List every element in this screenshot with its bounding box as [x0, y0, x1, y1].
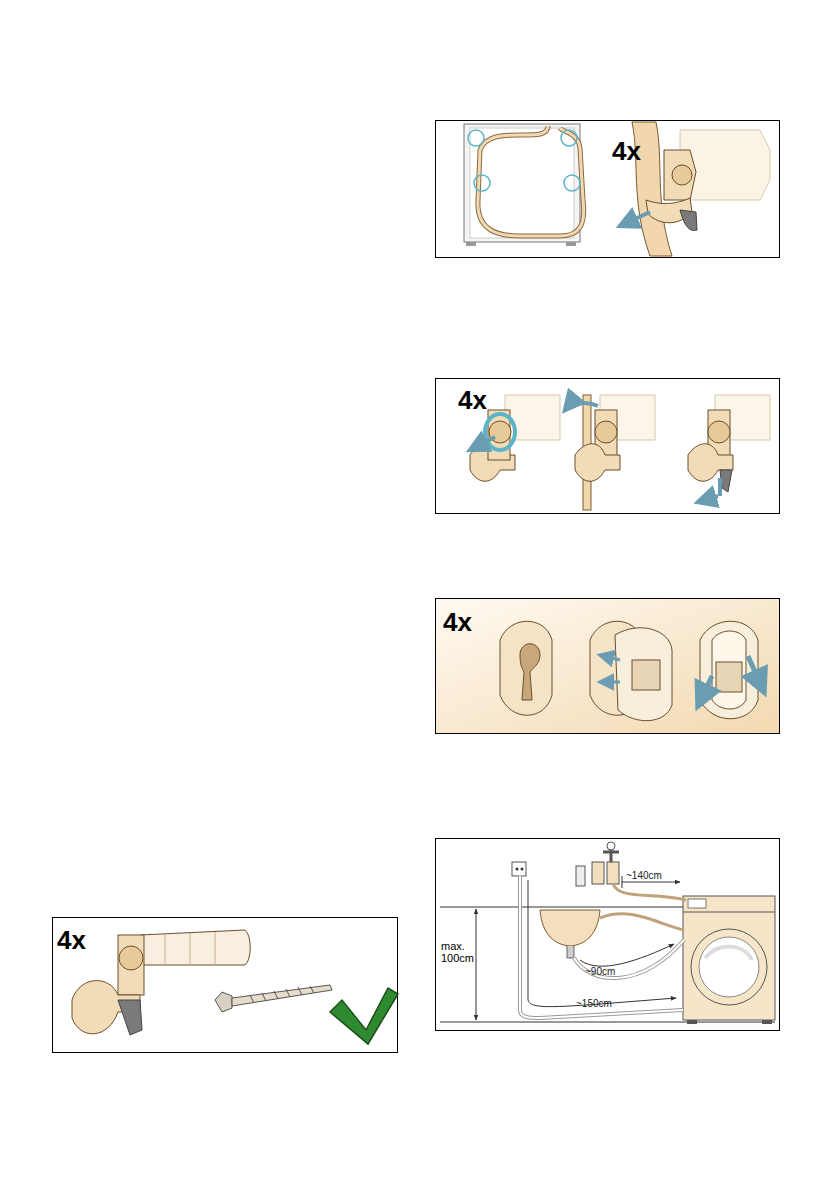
panel-installation-shape [520, 876, 683, 1018]
panel-hose-removal-shape [468, 130, 484, 146]
panel-keep-parts-shape [250, 986, 314, 1003]
panel-keep-parts-shape [119, 946, 143, 970]
quantity-label: 4x [458, 386, 487, 415]
panel-installation-shape [540, 910, 600, 946]
panel-keep-parts-shape [118, 1000, 142, 1035]
quantity-label: 4x [612, 137, 641, 166]
panel-installation-shape [688, 899, 706, 908]
panel-installation-shape [687, 1020, 697, 1024]
panel-hose-removal [436, 121, 780, 258]
panel-keep-parts-shape [232, 985, 332, 1006]
panel-installation-shape [592, 862, 604, 884]
panel-installation-shape [574, 940, 684, 978]
panel-installation-shape [622, 882, 680, 883]
panel-bolt-removal-shape [436, 379, 780, 514]
panel-hose-removal-shape [564, 175, 580, 191]
dimension-label: max. 100cm [441, 940, 477, 964]
panel-cover-caps-shape [500, 621, 552, 715]
panel-cover-caps-shape [700, 621, 758, 719]
panel-keep-parts-shape [118, 935, 144, 995]
panel-keep-parts-shape [330, 988, 398, 1044]
panel-installation-shape [683, 896, 775, 1020]
panel-bolt-removal-shape [470, 437, 495, 450]
quantity-label: 4x [57, 926, 86, 955]
panel-keep-parts-shape [53, 918, 398, 1053]
panel-cover-caps-shape [436, 599, 780, 734]
panel-cover-caps-shape [615, 628, 672, 721]
panel-bolt-removal-shape [708, 421, 730, 443]
panel-hose-removal-shape [478, 126, 584, 236]
dimension-label: ~150cm [576, 998, 612, 1009]
panel-keep-parts-shape [140, 930, 250, 965]
panel-hose-removal-shape [680, 210, 697, 230]
panel-installation-shape [683, 912, 775, 913]
panel-installation-shape [528, 880, 676, 1007]
quantity-label: 4x [443, 608, 472, 637]
panel-bolt-removal-shape [718, 478, 722, 496]
panel-hose-removal-shape [561, 130, 577, 146]
panel-hose-removal-shape [620, 212, 650, 226]
panel-installation-shape [613, 884, 686, 900]
panel-installation-shape [516, 868, 519, 871]
panel-cover-caps-shape [698, 676, 712, 706]
dimension-label: ~90cm [585, 966, 615, 977]
panel-bolt-removal-shape [698, 496, 718, 502]
panel-installation-shape [512, 862, 526, 876]
panel-hose-removal-shape [436, 121, 780, 258]
panel-bolt-removal-shape [595, 421, 617, 443]
panel-installation-shape [567, 946, 574, 958]
panel-hose-removal-shape [474, 175, 490, 191]
panel-installation-shape [440, 907, 686, 908]
panel-keep-parts-shape [190, 933, 191, 965]
panel-keep-parts-shape [215, 932, 216, 965]
panel-hose-removal-shape [466, 242, 476, 246]
panel-cover-caps-shape [716, 662, 742, 692]
panel-cover-caps-shape [600, 655, 620, 660]
panel-keep-parts-shape [215, 992, 232, 1012]
panel-bolt-removal-shape [565, 403, 598, 410]
panel-installation-shape [476, 909, 477, 1020]
dimension-label: ~140cm [626, 870, 662, 881]
panel-installation-shape [622, 876, 623, 888]
panel-installation-shape [762, 1020, 772, 1024]
panel-hose-removal-shape [672, 165, 692, 185]
panel-installation-shape [440, 1022, 775, 1023]
panel-keep-parts [53, 918, 399, 1053]
panel-installation-shape [580, 944, 674, 966]
panel-installation [436, 839, 780, 1031]
panel-hose-removal-shape [478, 126, 584, 236]
panel-installation-shape [436, 839, 780, 1031]
panel-cover-caps-shape [712, 631, 746, 709]
panel-bolt-removal-shape [575, 444, 620, 482]
panel-hose-removal-shape [664, 150, 696, 200]
panel-cover-caps-shape [748, 656, 764, 692]
panel-installation-shape [574, 940, 684, 978]
panel-hose-removal-shape [566, 242, 576, 246]
panel-bolt-removal [436, 379, 780, 514]
panel-installation-shape [520, 876, 683, 1018]
panel-installation-shape [705, 946, 752, 960]
panel-cover-caps-shape [520, 644, 540, 700]
panel-installation-shape [607, 842, 615, 850]
panel-keep-parts-shape [165, 935, 166, 965]
panel-bolt-removal-shape [485, 414, 515, 450]
panel-installation-shape [691, 929, 767, 1005]
panel-installation-shape [576, 866, 585, 886]
panel-installation-shape [521, 868, 524, 871]
panel-installation-shape [607, 862, 619, 884]
panel-installation-shape [699, 937, 759, 997]
panel-cover-caps [436, 599, 780, 734]
panel-cover-caps-shape [600, 681, 620, 684]
panel-installation-shape [600, 914, 684, 930]
panel-cover-caps-shape [632, 660, 660, 690]
